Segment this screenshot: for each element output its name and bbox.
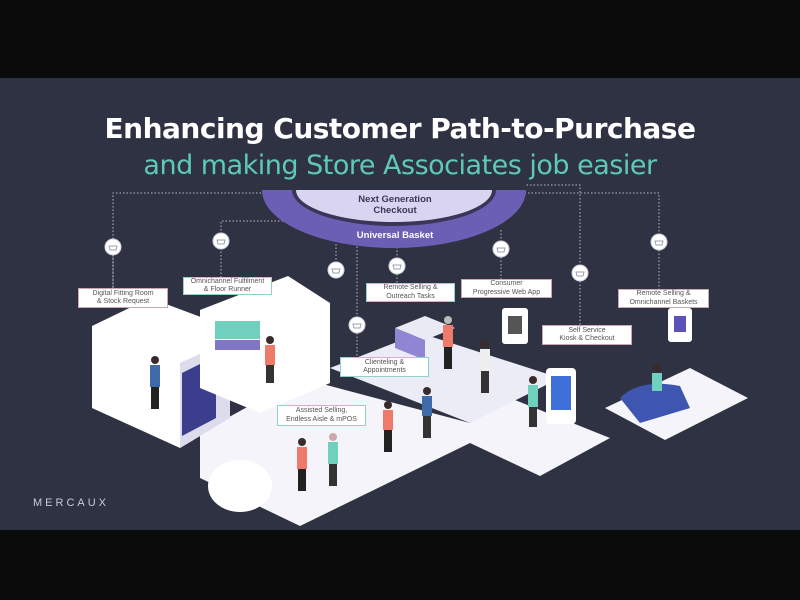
fulfilment-room [200, 276, 330, 413]
basket-icon [348, 316, 366, 334]
cloud [208, 460, 272, 512]
basket-icon [650, 233, 668, 251]
basket-icon [327, 261, 345, 279]
people [150, 316, 662, 491]
basket-icon [212, 232, 230, 250]
hub-inner-line-2: Checkout [373, 205, 417, 216]
hub-inner-line-1: Next Generation [358, 194, 432, 205]
basket-icon-nodes [104, 232, 668, 334]
store-illustration [92, 184, 748, 526]
mercaux-logo: MERCAUX [33, 497, 110, 509]
basket-icon [571, 264, 589, 282]
sofa [620, 383, 690, 423]
checkout-arc [296, 190, 492, 222]
title-line-1: Enhancing Customer Path-to-Purchase [104, 112, 696, 145]
basket-icon [104, 238, 122, 256]
universal-basket: Universal Basket [356, 230, 434, 241]
label-assisted-selling: Assisted Selling,Endless Aisle & mPOS [277, 405, 366, 426]
label-remote-selling-baskets: Remote Selling &Omnichannel Baskets [618, 289, 709, 308]
title-line-2: and making Store Associates job easier [143, 150, 657, 181]
label-remote-selling-outreach: Remote Selling &Outreach Tasks [366, 283, 455, 302]
label-clienteling: Clienteling &Appointments [340, 357, 429, 377]
basket-icon [492, 240, 510, 258]
next-generation-checkout: Next Generation Checkout [330, 194, 460, 216]
connector-lines [112, 184, 660, 357]
label-omnichannel-fulfilment: Omnichannel Fulfilment& Floor Runner [183, 277, 272, 295]
label-digital-fitting-room: Digital Fitting Room& Stock Request [78, 288, 168, 308]
slide: Enhancing Customer Path-to-Purchase and … [0, 78, 800, 530]
basket-icon [388, 257, 406, 275]
